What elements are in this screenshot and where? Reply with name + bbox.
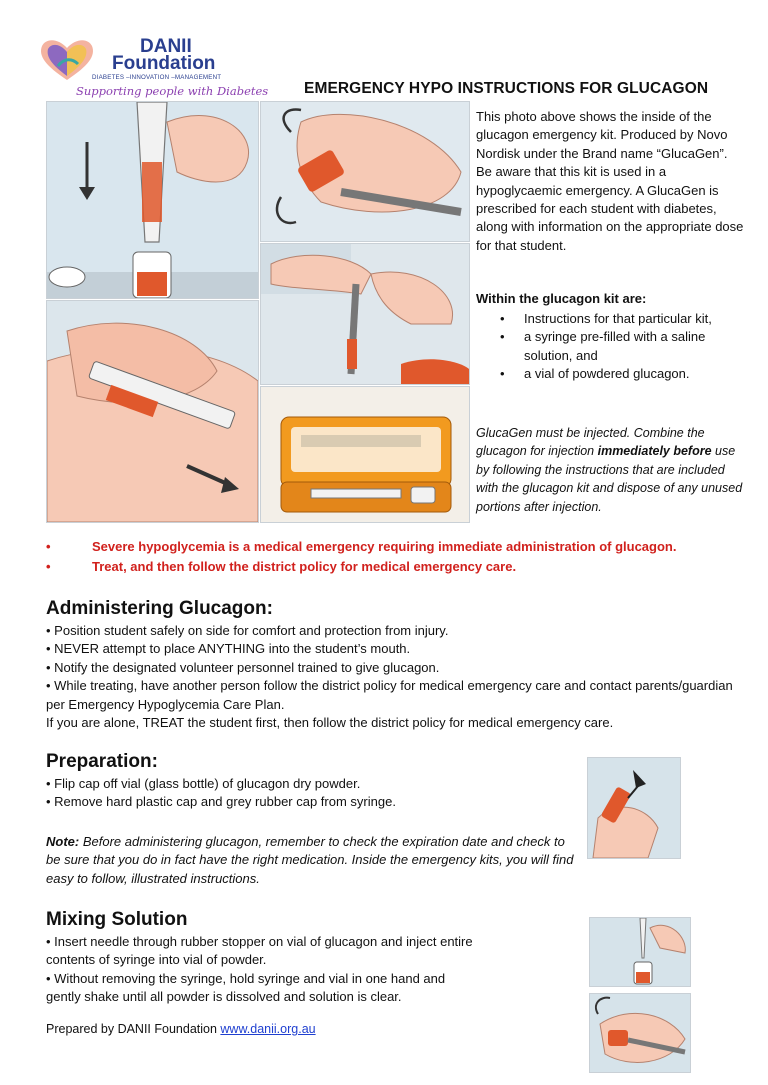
list-item: •Instructions for that particular kit,	[476, 310, 746, 328]
administering-heading: Administering Glucagon:	[46, 598, 273, 619]
mixing-heading: Mixing Solution	[46, 909, 188, 930]
danii-logo: DANII Foundation DIABETES –INNOVATION –M…	[36, 36, 268, 100]
emphasis-immediately-before: immediately before	[597, 444, 712, 459]
list-item: If you are alone, TREAT the student firs…	[46, 715, 614, 731]
brand-name-line2: Foundation	[112, 53, 216, 74]
brand-tagline: DIABETES –INNOVATION –MANAGEMENT	[92, 74, 222, 81]
illustration-insert-needle	[589, 917, 691, 987]
illustration-inject-vial	[46, 101, 259, 299]
illustration-draw-dose	[260, 243, 470, 385]
kit-contents-heading: Within the glucagon kit are:	[476, 291, 647, 306]
list-item: • Flip cap off vial (glass bottle) of gl…	[46, 776, 361, 791]
note-label: Note:	[46, 834, 80, 849]
emergency-alerts: •Severe hypoglycemia is a medical emerge…	[46, 537, 746, 577]
illustration-shake-solution	[589, 993, 691, 1073]
page-title: EMERGENCY HYPO INSTRUCTIONS FOR GLUCAGON	[304, 80, 709, 97]
list-item: • NEVER attempt to place ANYTHING into t…	[46, 641, 411, 657]
list-item: • Insert needle through rubber stopper o…	[46, 934, 473, 968]
kit-contents-list: •Instructions for that particular kit, •…	[476, 310, 746, 384]
list-item: • While treating, have another person fo…	[46, 678, 733, 712]
mixing-steps: • Insert needle through rubber stopper o…	[46, 933, 476, 1007]
list-item: • Remove hard plastic cap and grey rubbe…	[46, 794, 396, 810]
brand-motto: Supporting people with Diabetes	[76, 84, 269, 98]
preparation-note: Note: Before administering glucagon, rem…	[46, 834, 574, 886]
bullet-icon: •	[500, 311, 505, 326]
bullet-icon: •	[500, 329, 505, 345]
list-item: • Without removing the syringe, hold syr…	[46, 970, 446, 1005]
glucagen-usage-note: GlucaGen must be injected. Combine the g…	[476, 426, 743, 514]
list-item: •a vial of powdered glucagon.	[476, 365, 746, 383]
footer: Prepared by DANII Foundation www.danii.o…	[46, 1022, 316, 1036]
illustration-shake-vial	[260, 101, 470, 242]
list-item: • Notify the designated volunteer person…	[46, 659, 440, 675]
brand-name-line1: DANII	[140, 36, 192, 57]
glucagen-kit-photo	[260, 386, 470, 523]
heart-logo-icon	[41, 40, 93, 80]
alert-item: •Treat, and then follow the district pol…	[46, 557, 746, 577]
bullet-icon: •	[500, 366, 505, 382]
bullet-icon: •	[46, 539, 51, 554]
preparation-heading: Preparation:	[46, 751, 158, 772]
list-item: • Position student safely on side for co…	[46, 623, 449, 638]
bullet-icon: •	[46, 559, 51, 574]
footer-prefix: Prepared by DANII Foundation	[46, 1022, 221, 1036]
list-item: •a syringe pre-filled with a saline solu…	[500, 329, 706, 363]
administering-steps: • Position student safely on side for co…	[46, 622, 746, 732]
kit-intro-paragraph: This photo above shows the inside of the…	[476, 109, 744, 253]
illustration-inject-thigh	[46, 300, 259, 523]
website-link[interactable]: www.danii.org.au	[220, 1022, 316, 1036]
alert-item: •Severe hypoglycemia is a medical emerge…	[46, 537, 746, 557]
preparation-steps: • Flip cap off vial (glass bottle) of gl…	[46, 775, 586, 812]
illustration-flip-cap	[587, 757, 681, 859]
